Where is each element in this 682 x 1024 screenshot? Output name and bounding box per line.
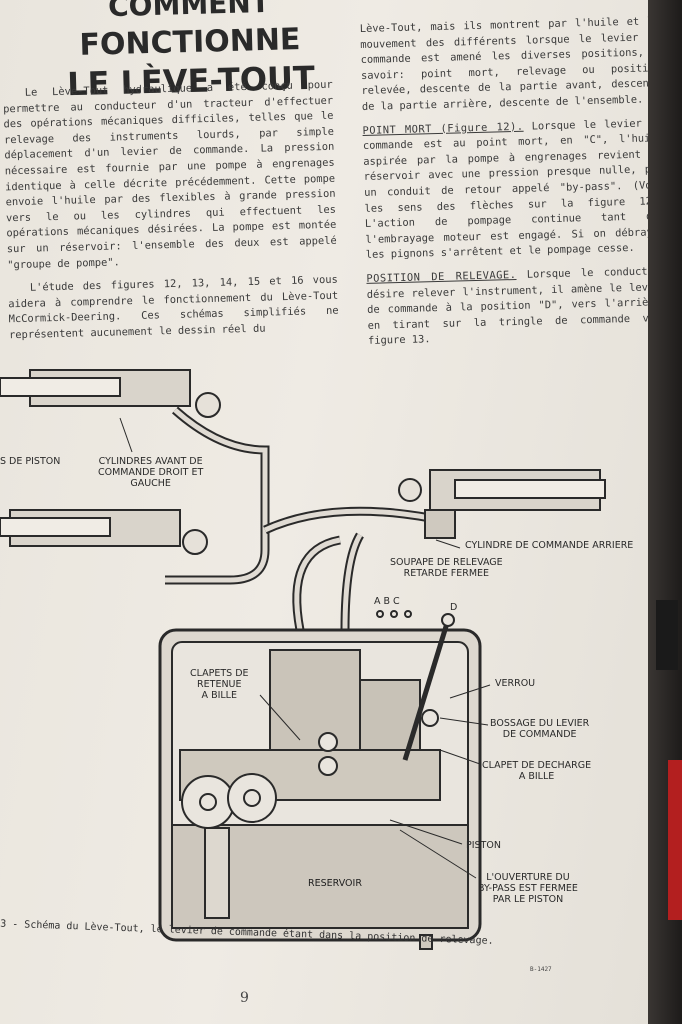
point-mort-body: Lorsque le levier de commande est au poi… bbox=[362, 116, 660, 262]
red-tab bbox=[668, 760, 682, 920]
page-number: 9 bbox=[240, 990, 249, 1006]
right-paragraph-1: Lève-Tout, mais ils montrent par l'huile… bbox=[359, 15, 660, 113]
label-relief-valve: CLAPET DE DECHARGE A BILLE bbox=[482, 760, 592, 782]
document-page: COMMENT FONCTIONNE LE LÈVE-TOUT Le Lève-… bbox=[0, 0, 660, 1024]
label-bypass-closed: L'OUVERTURE DU BY-PASS EST FERMEE PAR LE… bbox=[478, 872, 578, 905]
section-heading-relevage: POSITION DE RELEVAGE. bbox=[366, 268, 517, 285]
label-positions-abc: A B C bbox=[374, 596, 400, 607]
figure-reference-code: B-1427 bbox=[530, 966, 552, 973]
diagram-drawing bbox=[0, 369, 606, 950]
dark-tab bbox=[656, 600, 678, 670]
gear-right bbox=[227, 773, 277, 823]
left-paragraph-1: Le Lève-Tout hydraulique a été conçu pou… bbox=[3, 78, 337, 271]
label-rear-cylinder: CYLINDRE DE COMMANDE ARRIERE bbox=[465, 540, 634, 551]
right-paragraph-3: POSITION DE RELEVAGE. Lorsque le conduct… bbox=[366, 264, 660, 350]
hydraulic-diagram: S DE PISTON CYLINDRES AVANT DE COMMANDE … bbox=[0, 350, 660, 950]
right-column-text: Lève-Tout, mais ils montrent par l'huile… bbox=[360, 14, 660, 358]
label-lock: VERROU bbox=[495, 678, 536, 689]
label-check-valves: CLAPETS DE RETENUE A BILLE bbox=[190, 668, 249, 701]
gear-left bbox=[181, 775, 235, 829]
left-paragraph-2: L'étude des figures 12, 13, 14, 15 et 16… bbox=[8, 273, 339, 342]
right-paragraph-2: POINT MORT (Figure 12). Lorsque le levie… bbox=[362, 116, 660, 264]
label-position-d: D bbox=[450, 602, 458, 613]
label-lift-valve: SOUPAPE DE RELEVAGE RETARDE FERMEE bbox=[390, 557, 503, 579]
label-front-cylinders: CYLINDRES AVANT DE COMMANDE DROIT ET GAU… bbox=[98, 456, 204, 489]
label-lever-boss: BOSSAGE DU LEVIER DE COMMANDE bbox=[490, 718, 590, 740]
section-heading-point-mort: POINT MORT (Figure 12). bbox=[362, 120, 524, 137]
book-spine-edge bbox=[648, 0, 682, 1024]
label-reservoir: RESERVOIR bbox=[308, 878, 362, 889]
left-column-text: Le Lève-Tout hydraulique a été conçu pou… bbox=[3, 78, 340, 352]
label-piston: PISTON bbox=[466, 840, 501, 851]
label-piston-rods: S DE PISTON bbox=[0, 456, 61, 467]
